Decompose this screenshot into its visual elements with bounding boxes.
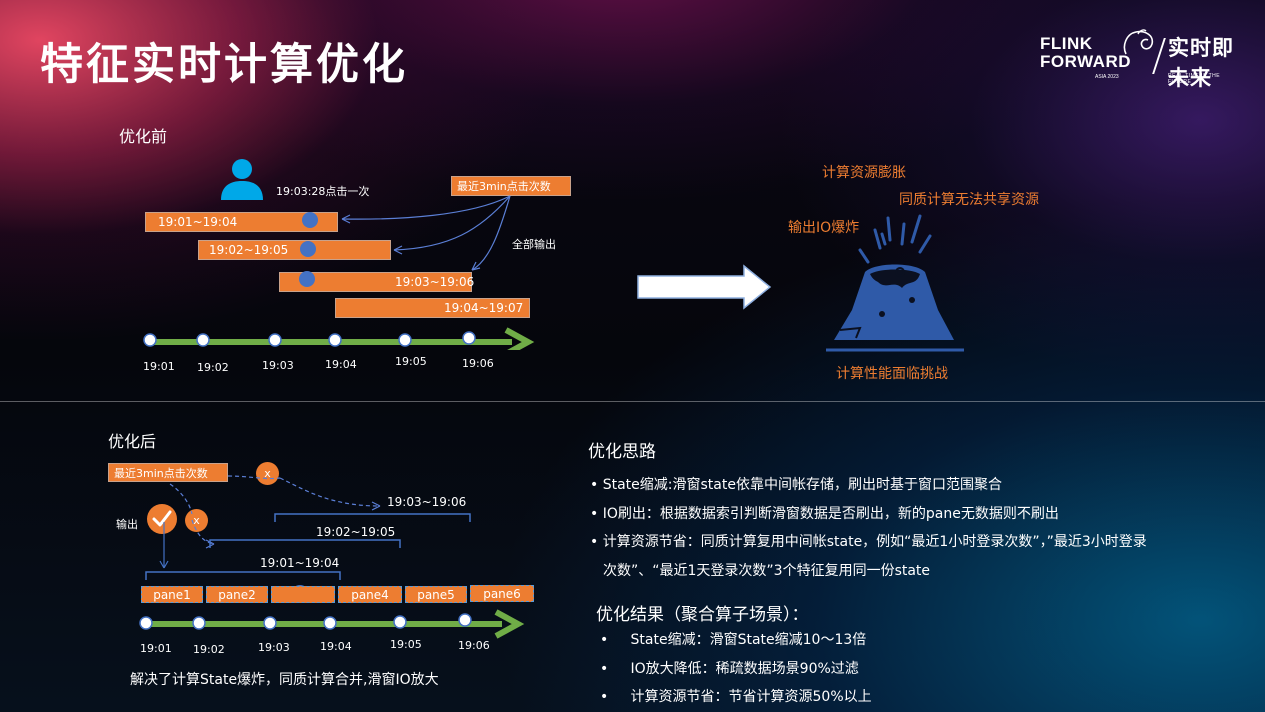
skip-x-text: x xyxy=(264,467,271,480)
ideas-item-2: • IO刷出：根据数据索引判断滑窗数据是否刷出，新的pane无数据则不刷出 xyxy=(590,506,1059,522)
before-label: 优化前 xyxy=(119,127,168,146)
results-item-1-text: State缩减：滑窗State缩减10～13倍 xyxy=(630,632,867,648)
before-tick-6: 19:06 xyxy=(462,357,494,370)
logo-subtitle: REAL-TIME IS THE FUTURE xyxy=(1168,73,1221,85)
after-metric-text: 最近3min点击次数 xyxy=(114,466,208,480)
click-event-text: 19:03:28点击一次 xyxy=(276,185,370,198)
before-tick-1: 19:01 xyxy=(143,360,175,373)
pane-5: pane5 xyxy=(405,586,467,603)
after-window-1-label: 19:03~19:06 xyxy=(387,495,467,509)
results-item-3: • 计算资源节省：节省计算资源50%以上 xyxy=(600,689,872,705)
after-tick-5: 19:05 xyxy=(390,638,422,651)
before-window-1: 19:01~19:04 xyxy=(145,212,338,232)
after-tick-6: 19:06 xyxy=(458,639,490,652)
all-output-label: 全部输出 xyxy=(512,238,556,251)
after-caption: 解决了计算State爆炸，同质计算合并,滑窗IO放大 xyxy=(130,672,439,688)
before-tick-4: 19:04 xyxy=(325,358,357,371)
pane-6: pane6 xyxy=(470,585,534,602)
before-window-4-label: 19:04~19:07 xyxy=(444,301,524,315)
logo-line1: FLINK xyxy=(1040,34,1093,53)
pane-2-label: pane2 xyxy=(218,587,256,602)
after-tick-2: 19:02 xyxy=(193,643,225,656)
after-metric-box: 最近3min点击次数 xyxy=(108,463,228,482)
results-item-1: • State缩减：滑窗State缩减10～13倍 xyxy=(600,632,867,648)
pane-6-label: pane6 xyxy=(483,586,521,601)
after-tick-4: 19:04 xyxy=(320,640,352,653)
user-icon xyxy=(221,159,263,200)
before-tick-2: 19:02 xyxy=(197,361,229,374)
squirrel-icon xyxy=(1123,29,1154,55)
flink-forward-logo: FLINK FORWARD ASIA 2023 实时即未来 REAL-TIME … xyxy=(1040,28,1245,90)
before-metric-text: 最近3min点击次数 xyxy=(457,180,551,193)
ideas-item-3: • 计算资源节省：同质计算复用中间帐state，例如“最近1小时登录次数”，”最… xyxy=(590,534,1147,550)
problem-perf: 计算性能面临挑战 xyxy=(836,366,948,382)
ideas-title: 优化思路 xyxy=(588,442,656,462)
event-dot xyxy=(299,271,315,287)
before-tick-5: 19:05 xyxy=(395,355,427,368)
logo-chinese: 实时即未来 xyxy=(1168,36,1234,90)
logo-wordmark: FLINK FORWARD xyxy=(1040,35,1131,71)
ideas-item-2-text: IO刷出：根据数据索引判断滑窗数据是否刷出，新的pane无数据则不刷出 xyxy=(602,506,1059,522)
ideas-item-1-text: State缩减:滑窗state依靠中间帐存储，刷出时基于窗口范围聚合 xyxy=(602,477,1002,493)
event-dot xyxy=(300,241,316,257)
ideas-item-3-cont: 次数”、“最近1天登录次数”3个特征复用同一份state xyxy=(603,563,931,579)
pane-4: pane4 xyxy=(338,586,402,603)
before-metric-box: 最近3min点击次数 xyxy=(451,176,571,196)
after-window-2-label: 19:02~19:05 xyxy=(316,525,396,539)
after-diagram-lines xyxy=(139,475,525,639)
after-output-label: 输出 xyxy=(116,518,138,531)
pane-4-label: pane4 xyxy=(351,587,389,602)
before-window-1-label: 19:01~19:04 xyxy=(158,215,238,229)
after-label: 优化后 xyxy=(108,432,157,451)
logo-asia: ASIA 2023 xyxy=(1095,74,1119,80)
skip-x-icon: x xyxy=(256,462,279,485)
results-item-2-text: IO放大降低：稀疏数据场景90%过滤 xyxy=(630,661,859,677)
before-diagram-lines xyxy=(143,195,535,350)
pane-5-label: pane5 xyxy=(417,587,455,602)
before-window-3: 19:03~19:06 xyxy=(279,272,475,292)
problem-io-explode: 输出IO爆炸 xyxy=(788,220,860,236)
problem-no-share: 同质计算无法共享资源 xyxy=(899,192,1039,208)
results-item-3-text: 计算资源节省：节省计算资源50%以上 xyxy=(630,689,872,705)
before-window-2-label: 19:02~19:05 xyxy=(209,243,289,257)
before-window-4: 19:04~19:07 xyxy=(335,298,530,318)
before-tick-3: 19:03 xyxy=(262,359,294,372)
after-tick-3: 19:03 xyxy=(258,641,290,654)
results-title: 优化结果（聚合算子场景）： xyxy=(596,605,809,625)
skip-x-icon: x xyxy=(185,509,208,532)
pane-3 xyxy=(271,586,335,603)
after-window-3-label: 19:01~19:04 xyxy=(260,556,340,570)
event-dot xyxy=(302,212,318,228)
pane-1-label: pane1 xyxy=(153,587,191,602)
volcano-icon xyxy=(826,214,964,352)
logo-line2: FORWARD xyxy=(1040,52,1132,71)
results-item-2: • IO放大降低：稀疏数据场景90%过滤 xyxy=(600,661,859,677)
pane-1: pane1 xyxy=(141,586,203,603)
check-icon xyxy=(147,504,177,534)
ideas-item-3-text: 计算资源节省：同质计算复用中间帐state，例如“最近1小时登录次数”，”最近3… xyxy=(602,534,1147,550)
before-window-3-label: 19:03~19:06 xyxy=(395,275,475,289)
skip-x-text: x xyxy=(193,514,200,527)
problem-resource-bloat: 计算资源膨胀 xyxy=(822,165,906,181)
pane-2: pane2 xyxy=(206,586,268,603)
ideas-item-1: • State缩减:滑窗state依靠中间帐存储，刷出时基于窗口范围聚合 xyxy=(590,477,1002,493)
after-tick-1: 19:01 xyxy=(140,642,172,655)
page-title: 特征实时计算优化 xyxy=(40,40,408,90)
arrow-right-icon xyxy=(637,264,772,310)
before-window-2: 19:02~19:05 xyxy=(198,240,391,260)
section-divider xyxy=(0,401,1265,402)
